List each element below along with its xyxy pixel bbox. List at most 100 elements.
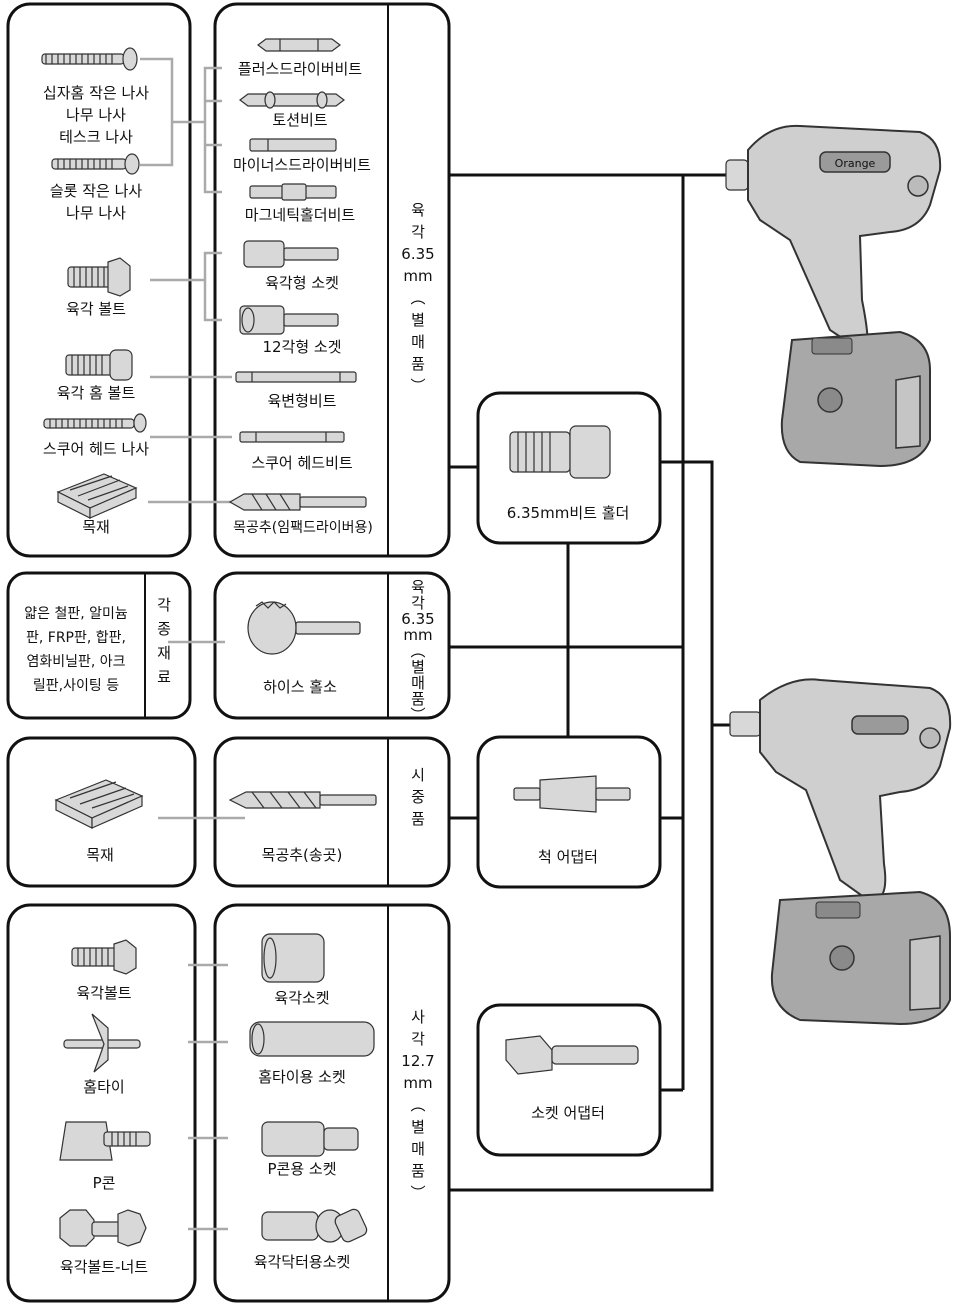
hex-bolt-icon-2 bbox=[71, 939, 137, 975]
socket-adapter-icon bbox=[505, 1035, 639, 1075]
label-wood-3: 목재 bbox=[86, 846, 114, 864]
label-square-head-screw: 스쿠어 헤드 나사 bbox=[43, 440, 149, 458]
form-tie-socket-icon bbox=[249, 1021, 375, 1057]
section4-connectors bbox=[188, 963, 228, 1231]
vertical-char: ︶ bbox=[410, 706, 425, 724]
vertical-char: mm bbox=[403, 626, 432, 644]
vertical-char: 별 bbox=[411, 311, 425, 329]
label-materials-line2: 판, FRP판, 합판, bbox=[26, 630, 126, 646]
label-phillips-small-screw: 십자홈 작은 나사 bbox=[43, 84, 149, 102]
label-hex-socket-bolt: 육각 홈 볼트 bbox=[57, 384, 136, 402]
vertical-char: 각 bbox=[411, 1030, 425, 1048]
label-hex-shank-bit: 육변형비트 bbox=[267, 392, 336, 410]
spec-label-section3: 시중품 bbox=[411, 766, 425, 828]
spec-label-section2: 육각6.35mm︵별매품︶ bbox=[401, 578, 434, 724]
vertical-char: 품 bbox=[411, 690, 425, 708]
label-phillips-wood-screw: 나무 나사 bbox=[66, 106, 126, 124]
vertical-char: 육 bbox=[411, 201, 425, 219]
twelve-point-socket-icon bbox=[239, 305, 339, 335]
label-bit-holder: 6.35mm비트 홀더 bbox=[507, 504, 630, 522]
label-wood-1: 목재 bbox=[82, 518, 110, 536]
vertical-char: 시 bbox=[411, 766, 425, 784]
connection-wires bbox=[449, 173, 738, 1192]
vertical-char: 매 bbox=[411, 333, 425, 351]
vertical-char: mm bbox=[403, 1074, 432, 1092]
vertical-char: 품 bbox=[411, 810, 425, 828]
vertical-char: 매 bbox=[411, 674, 425, 692]
label-p-cone: P콘 bbox=[93, 1174, 116, 1192]
label-chuck-adapter: 척 어댑터 bbox=[538, 848, 598, 866]
vertical-char: 각 bbox=[157, 596, 171, 614]
vertical-char: 6.35 bbox=[401, 610, 434, 628]
vertical-char: ︶ bbox=[410, 377, 425, 395]
hex-bolt-nut-icon bbox=[59, 1209, 147, 1247]
label-hole-saw: 하이스 홀소 bbox=[263, 678, 337, 696]
vertical-char: 각 bbox=[411, 223, 425, 241]
label-slotted-wood-screw: 나무 나사 bbox=[66, 204, 126, 222]
vertical-char: 육 bbox=[411, 578, 425, 596]
minus-driver-bit-icon bbox=[249, 138, 337, 152]
box-fasteners-4 bbox=[6, 903, 197, 1303]
vertical-char: 사 bbox=[411, 1008, 425, 1026]
square-head-screw-icon bbox=[43, 413, 147, 433]
vertical-char: 별 bbox=[411, 1118, 425, 1136]
vertical-char: 6.35 bbox=[401, 245, 434, 263]
label-slotted-small-screw: 슬롯 작은 나사 bbox=[50, 182, 143, 200]
label-torsion-bit: 토션비트 bbox=[272, 111, 327, 129]
vertical-char: ︵ bbox=[410, 1096, 425, 1114]
vertical-char: ︵ bbox=[410, 642, 425, 660]
chuck-adapter-icon bbox=[513, 775, 631, 813]
vertical-char: 료 bbox=[157, 668, 171, 686]
label-hex-socket-4: 육각소켓 bbox=[274, 989, 329, 1007]
magnetic-holder-bit-icon bbox=[249, 183, 337, 201]
label-twelve-point-socket: 12각형 소겟 bbox=[262, 338, 341, 356]
vertical-char: 종 bbox=[157, 620, 171, 638]
vertical-char: 중 bbox=[411, 788, 425, 806]
wood-auger-icon bbox=[228, 791, 377, 809]
label-universal-joint-socket: 육각닥터용소켓 bbox=[254, 1253, 351, 1271]
impact-wrench-bottom-icon bbox=[729, 678, 952, 1026]
label-hex-bolt: 육각 볼트 bbox=[66, 300, 126, 318]
slotted-screw-icon bbox=[51, 153, 140, 175]
plus-driver-bit-icon bbox=[257, 38, 341, 52]
hole-saw-icon bbox=[247, 601, 361, 655]
hex-socket-bolt-icon bbox=[65, 349, 133, 381]
wood-block-icon-2 bbox=[54, 779, 144, 829]
label-materials-line3: 염화비닐판, 아크 bbox=[26, 654, 125, 670]
label-hex-socket: 육각형 소켓 bbox=[265, 274, 339, 292]
vertical-char: ︶ bbox=[410, 1184, 425, 1202]
drill-badge: Orange bbox=[835, 157, 876, 170]
vertical-char: 품 bbox=[411, 1162, 425, 1180]
label-minus-driver-bit: 마이너스드라이버비트 bbox=[233, 156, 371, 174]
box-tools-3 bbox=[213, 736, 451, 888]
label-form-tie-socket: 홈타이용 소켓 bbox=[258, 1068, 346, 1086]
label-materials-line1: 얇은 철판, 알미늄 bbox=[24, 606, 128, 622]
label-square-head-bit: 스쿠어 헤드비트 bbox=[251, 454, 353, 472]
vertical-char: 각 bbox=[411, 594, 425, 612]
bit-holder-icon bbox=[509, 425, 611, 479]
vertical-char: 품 bbox=[411, 355, 425, 373]
box-sockets-4 bbox=[213, 903, 451, 1303]
label-magnetic-holder-bit: 마그네틱홀더비트 bbox=[245, 206, 356, 224]
label-wood-auger-impact: 목공추(임팩드라이버용) bbox=[233, 520, 373, 536]
vertical-char: mm bbox=[403, 267, 432, 285]
label-hex-bolt-4: 육각볼트 bbox=[76, 984, 131, 1002]
impact-driver-top-icon: Orange bbox=[725, 124, 942, 468]
label-p-cone-socket: P콘용 소켓 bbox=[267, 1160, 336, 1178]
vertical-char: 매 bbox=[411, 1140, 425, 1158]
hex-socket-icon bbox=[243, 240, 339, 268]
label-materials-line4: 릴판,사이팅 등 bbox=[33, 678, 119, 694]
section1-connectors bbox=[140, 57, 232, 504]
hex-shank-bit-icon bbox=[235, 371, 357, 383]
wood-auger-bit-icon bbox=[228, 493, 367, 511]
hex-bolt-icon bbox=[67, 257, 131, 297]
spec-label-section1: 육각6.35mm︵별매품︶ bbox=[401, 201, 434, 395]
label-plus-driver-bit: 플러스드라이버비트 bbox=[238, 60, 362, 78]
phillips-screw-icon bbox=[41, 47, 138, 71]
label-socket-adapter: 소켓 어댑터 bbox=[531, 1104, 605, 1122]
p-cone-icon bbox=[59, 1121, 151, 1161]
square-head-bit-icon bbox=[239, 431, 345, 443]
label-tapping-screw: 테스크 나사 bbox=[59, 128, 133, 146]
